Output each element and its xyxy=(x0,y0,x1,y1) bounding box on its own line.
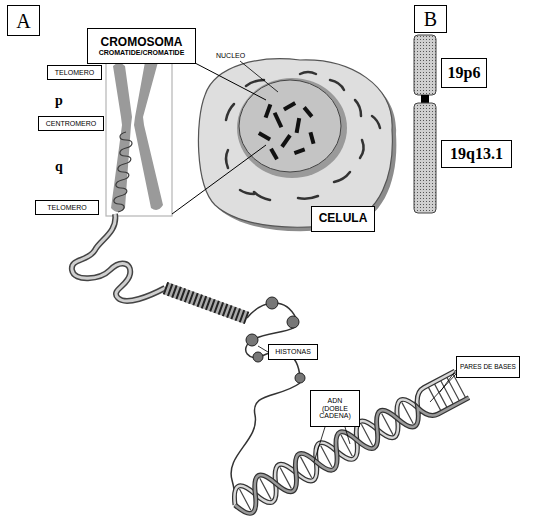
part-label-box: CENTROMERO xyxy=(38,116,104,131)
organelle xyxy=(330,80,344,90)
label-text: B xyxy=(424,8,437,30)
label-text: CELULA xyxy=(319,212,368,225)
chromosome-q-arm xyxy=(414,103,436,213)
panel-letter-box: A xyxy=(7,5,40,36)
band-label-box: 19p6 xyxy=(441,58,487,88)
label-text: TELOMERO xyxy=(55,69,94,77)
chromosome-mark xyxy=(294,147,306,155)
zoom-line xyxy=(172,145,266,214)
arm-label: p xyxy=(55,94,63,108)
base-pair xyxy=(446,376,460,402)
nucleosome-string xyxy=(246,303,300,378)
chromosome-mark xyxy=(303,106,314,118)
solenoid-fiber xyxy=(165,288,247,318)
part-label-box: TELOMERO xyxy=(47,65,102,80)
nucleosome-bead xyxy=(246,334,258,346)
organelle xyxy=(226,104,234,120)
part-label-box: HISTONAS xyxy=(268,344,318,360)
nucleosome-bead xyxy=(287,316,299,328)
base-pairs xyxy=(238,373,466,513)
label-text: CROMOSOMA xyxy=(101,36,183,49)
chromosome-mark xyxy=(258,131,271,141)
chromatin-coil xyxy=(114,132,132,212)
solenoid-fiber xyxy=(165,288,247,318)
label-text: HISTONAS xyxy=(275,348,311,356)
label-text: PARES DE BASES xyxy=(460,363,516,370)
chromosome-mark xyxy=(280,134,291,148)
chromosome-mark xyxy=(283,101,296,111)
leader-line xyxy=(258,346,268,352)
chromosome-mark xyxy=(269,148,278,160)
cell-label-box: CELULA xyxy=(311,206,375,232)
helix-strand xyxy=(228,371,469,518)
helix-strand xyxy=(228,371,469,518)
helix-strand xyxy=(228,371,469,518)
label-text: 19q13.1 xyxy=(450,145,503,163)
chromatin-fiber xyxy=(72,214,165,301)
nuclear-chromosomes xyxy=(258,101,316,160)
double-helix xyxy=(228,371,469,518)
organelle xyxy=(254,192,270,200)
chromatin-fiber xyxy=(72,214,165,301)
nucleosome-bead xyxy=(295,373,305,383)
chromosome-mark xyxy=(273,112,283,128)
organelle xyxy=(300,72,316,74)
organelle xyxy=(246,80,264,86)
organelle xyxy=(360,140,364,158)
chromosome-mark xyxy=(295,118,302,133)
label-text: TELOMERO xyxy=(47,204,86,212)
label-text: ADN (DOBLE CADENA) xyxy=(317,397,353,420)
arm-label: q xyxy=(55,160,63,174)
label-text: CROMATIDE/CROMATIDE xyxy=(99,49,185,57)
organelle xyxy=(240,190,254,194)
chromosome-frame xyxy=(106,50,172,216)
leader-line xyxy=(430,374,456,402)
chromosome-mark xyxy=(309,132,316,145)
chromosome-mark xyxy=(264,104,273,119)
panel-letter-box: B xyxy=(414,5,447,33)
cell-body xyxy=(198,59,392,227)
base-pair xyxy=(428,386,442,412)
organelle xyxy=(226,150,228,168)
leader-lines xyxy=(240,61,456,462)
organelle xyxy=(334,172,350,182)
organelle xyxy=(355,100,361,116)
leader-line xyxy=(314,427,325,462)
organelle xyxy=(298,196,318,199)
band-label-box: 19q13.1 xyxy=(441,140,512,168)
part-label-box: TELOMERO xyxy=(35,200,99,215)
leader-line xyxy=(240,61,278,92)
leader-line xyxy=(345,427,350,444)
chromatid xyxy=(134,59,163,210)
helix-strand xyxy=(228,371,469,518)
centromere-mark xyxy=(421,95,429,103)
chromatid xyxy=(111,63,132,212)
label-text: CENTROMERO xyxy=(46,120,97,128)
label-text: 19p6 xyxy=(448,64,481,82)
part-label-box: PARES DE BASES xyxy=(456,356,520,378)
part-label-box: ADN (DOBLE CADENA) xyxy=(310,390,360,427)
label-text: A xyxy=(16,10,30,32)
nucleosomes xyxy=(246,297,305,383)
title-box: CROMOSOMACROMATIDE/CROMATIDE xyxy=(87,28,196,64)
chromosome-p-arm xyxy=(414,35,436,95)
nucleosome-bead xyxy=(266,297,278,309)
part-label: NUCLEO xyxy=(216,52,245,59)
nucleosome-bead xyxy=(253,352,263,362)
organelle xyxy=(372,116,380,128)
